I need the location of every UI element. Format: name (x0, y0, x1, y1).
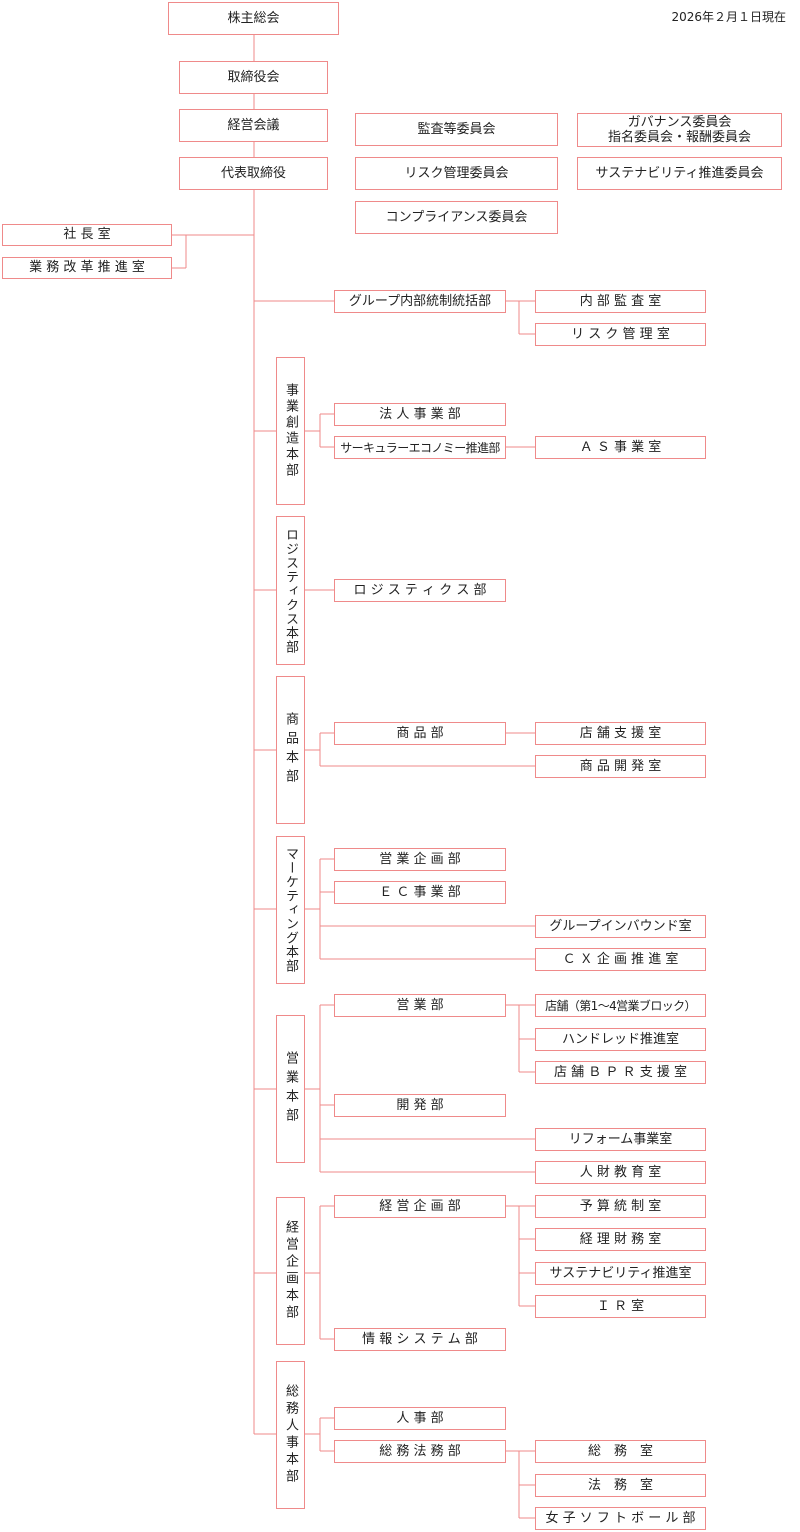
hr-education-office-box: 人 財 教 育 室 (535, 1161, 706, 1184)
group-internal-control-dept-box: グループ内部統制統括部 (334, 290, 506, 313)
general-affairs-office-box: 総 務 室 (535, 1440, 706, 1463)
risk-management-office-box: リ ス ク 管 理 室 (535, 323, 706, 346)
governance-committee-box: ガバナンス委員会 指名委員会・報酬委員会 (577, 113, 782, 147)
management-meeting-box: 経営会議 (179, 109, 328, 142)
sustainability-committee-box: サステナビリティ推進委員会 (577, 157, 782, 190)
shareholders-meeting-box: 株主総会 (168, 2, 339, 35)
information-systems-dept-box: 情 報 シ ス テ ム 部 (334, 1328, 506, 1351)
hundred-promotion-office-box: ハンドレッド推進室 (535, 1028, 706, 1051)
ir-office-box: Ｉ Ｒ 室 (535, 1295, 706, 1318)
corporate-planning-division-box: 経営企画本部 (276, 1197, 305, 1345)
as-business-office-box: Ａ Ｓ 事 業 室 (535, 436, 706, 459)
president-office-box: 社 長 室 (2, 224, 172, 246)
circular-economy-dept-box: サーキュラーエコノミー推進部 (334, 436, 506, 459)
reform-business-office-box: リフォーム事業室 (535, 1128, 706, 1151)
internal-audit-office-box: 内 部 監 査 室 (535, 290, 706, 313)
ec-business-dept-box: Ｅ Ｃ 事 業 部 (334, 881, 506, 904)
marketing-division-box: マーケティング本部 (276, 836, 305, 984)
product-development-office-box: 商 品 開 発 室 (535, 755, 706, 778)
cx-planning-office-box: Ｃ Ｘ 企 画 推 進 室 (535, 948, 706, 971)
board-of-directors-box: 取締役会 (179, 61, 328, 94)
nomination-remuneration-label: 指名委員会・報酬委員会 (607, 130, 751, 145)
legal-office-box: 法 務 室 (535, 1474, 706, 1497)
general-legal-dept-box: 総 務 法 務 部 (334, 1440, 506, 1463)
marketing-division-label: マーケティング本部 (283, 847, 298, 973)
general-affairs-hr-division-box: 総務人事本部 (276, 1361, 305, 1509)
business-creation-division-box: 事業創造本部 (276, 357, 305, 505)
business-reform-office-box: 業 務 改 革 推 進 室 (2, 257, 172, 279)
compliance-committee-box: コンプライアンス委員会 (355, 201, 558, 234)
business-creation-division-label: 事業創造本部 (283, 383, 298, 479)
representative-director-box: 代表取締役 (179, 157, 328, 190)
as-of-date: 2026年２月１日現在 (671, 10, 786, 24)
corporate-business-dept-box: 法 人 事 業 部 (334, 403, 506, 426)
group-inbound-office-box: グループインバウンド室 (535, 915, 706, 938)
store-bpr-support-office-box: 店 舗 Ｂ Ｐ Ｒ 支 援 室 (535, 1061, 706, 1084)
womens-softball-club-box: 女 子 ソ フ ト ボ ー ル 部 (535, 1507, 706, 1530)
logistics-division-box: ロジスティクス本部 (276, 516, 305, 665)
governance-committee-label: ガバナンス委員会 (627, 115, 732, 130)
merchandise-dept-box: 商 品 部 (334, 722, 506, 745)
sales-division-box: 営業本部 (276, 1015, 305, 1163)
store-support-office-box: 店 舗 支 援 室 (535, 722, 706, 745)
merchandise-division-box: 商品本部 (276, 676, 305, 824)
accounting-finance-office-box: 経 理 財 務 室 (535, 1228, 706, 1251)
development-dept-box: 開 発 部 (334, 1094, 506, 1117)
sustainability-office-box: サステナビリティ推進室 (535, 1262, 706, 1285)
sales-dept-box: 営 業 部 (334, 994, 506, 1017)
budget-control-office-box: 予 算 統 制 室 (535, 1195, 706, 1218)
corporate-planning-division-label: 経営企画本部 (283, 1220, 298, 1322)
risk-committee-box: リスク管理委員会 (355, 157, 558, 190)
logistics-dept-box: ロ ジ ス テ ィ ク ス 部 (334, 579, 506, 602)
logistics-division-label: ロジスティクス本部 (283, 527, 298, 654)
stores-block-box: 店舗（第1～4営業ブロック） (535, 994, 706, 1017)
sales-division-label: 営業本部 (283, 1051, 298, 1127)
audit-committee-box: 監査等委員会 (355, 113, 558, 146)
hr-dept-box: 人 事 部 (334, 1407, 506, 1430)
general-affairs-hr-division-label: 総務人事本部 (283, 1384, 298, 1486)
merchandise-division-label: 商品本部 (283, 712, 298, 788)
sales-planning-dept-box: 営 業 企 画 部 (334, 848, 506, 871)
corporate-planning-dept-box: 経 営 企 画 部 (334, 1195, 506, 1218)
